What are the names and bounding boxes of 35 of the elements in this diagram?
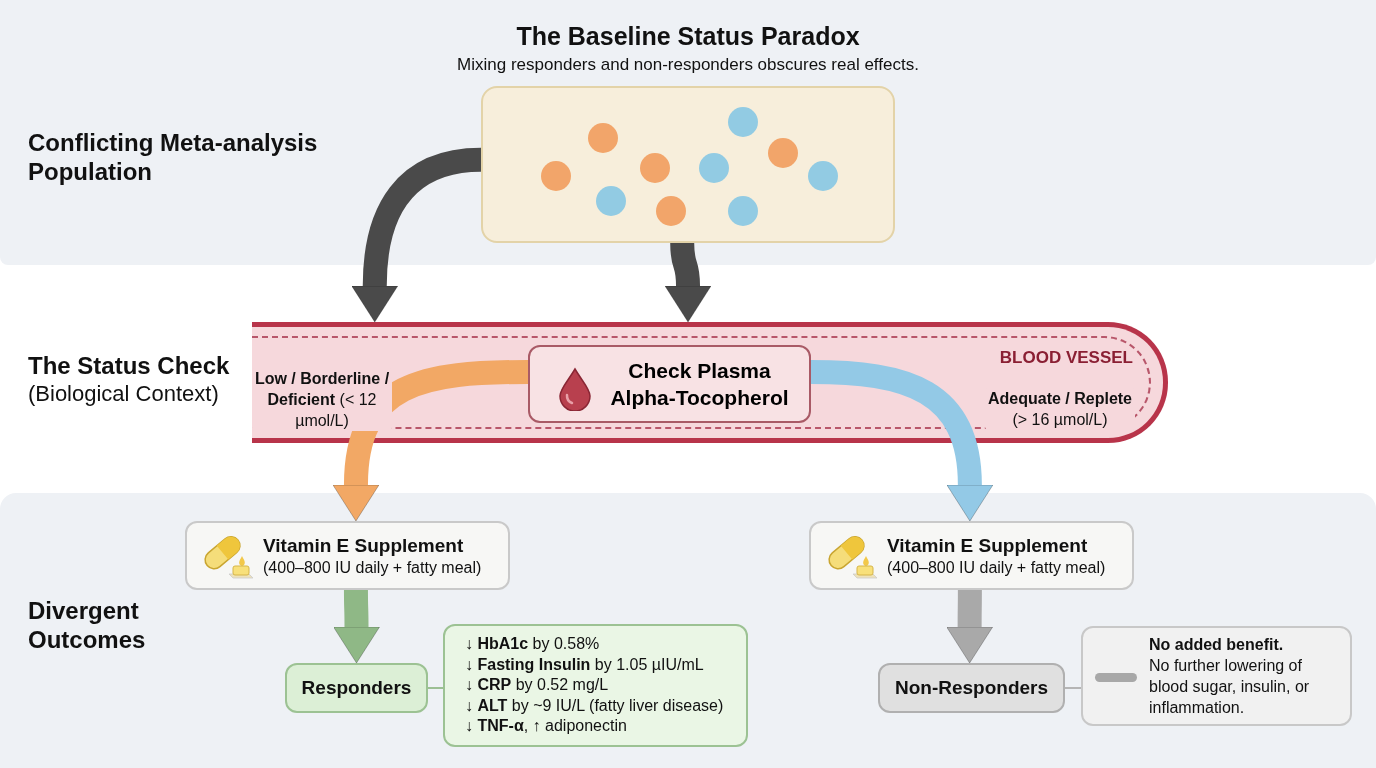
node-text: (400–800 IU daily + fatty meal) bbox=[263, 557, 483, 578]
node-heading: Non-Responders bbox=[894, 675, 1049, 700]
section-label: Conflicting Meta-analysis Population bbox=[28, 128, 319, 186]
node-text: (400–800 IU daily + fatty meal) bbox=[887, 557, 1107, 578]
section-label: The Status Check bbox=[28, 351, 230, 380]
node-heading: Vitamin E Supplement bbox=[887, 533, 1089, 557]
node-text: ↓ ALT by ~9 IU/L (fatty liver disease) bbox=[465, 695, 725, 716]
outcome-box bbox=[878, 663, 1065, 713]
outcome-box bbox=[285, 663, 428, 713]
supplement-box bbox=[185, 521, 510, 590]
connector-line bbox=[427, 686, 444, 689]
arrow bbox=[946, 589, 994, 664]
node-heading: Check Plasma Alpha-Tocopherol bbox=[609, 358, 790, 411]
node-text: ↓ Fasting Insulin by 1.05 µIU/mL bbox=[465, 654, 705, 675]
arrow bbox=[332, 360, 529, 522]
section-label: (Biological Context) bbox=[28, 380, 219, 408]
node-heading: BLOOD VESSEL bbox=[999, 347, 1133, 369]
population-box bbox=[481, 86, 895, 243]
node-text: ↓ TNF-α, ↑ adiponectin bbox=[465, 716, 628, 737]
section-label: Divergent Outcomes bbox=[28, 596, 147, 654]
process-box bbox=[528, 345, 811, 423]
results-box bbox=[443, 624, 748, 747]
title: The Baseline Status Paradox bbox=[515, 21, 861, 52]
arrow bbox=[333, 589, 380, 664]
result-box bbox=[1081, 626, 1352, 726]
node-heading: No added benefit. bbox=[1149, 635, 1285, 655]
node-heading: Vitamin E Supplement bbox=[263, 533, 465, 557]
connector-line bbox=[1064, 687, 1082, 689]
arrow bbox=[664, 242, 712, 323]
supplement-box bbox=[809, 521, 1134, 590]
subtitle: Mixing responders and non-responders obscures real effects. bbox=[456, 54, 920, 76]
node-heading: Responders bbox=[301, 675, 412, 700]
node-text: No further lowering of blood sugar, insulin, or inflammation. bbox=[1149, 656, 1311, 718]
node-text: ↓ CRP by 0.52 mg/L bbox=[465, 675, 610, 696]
node-heading: ↓ HbA1c by 0.58% bbox=[465, 634, 601, 655]
